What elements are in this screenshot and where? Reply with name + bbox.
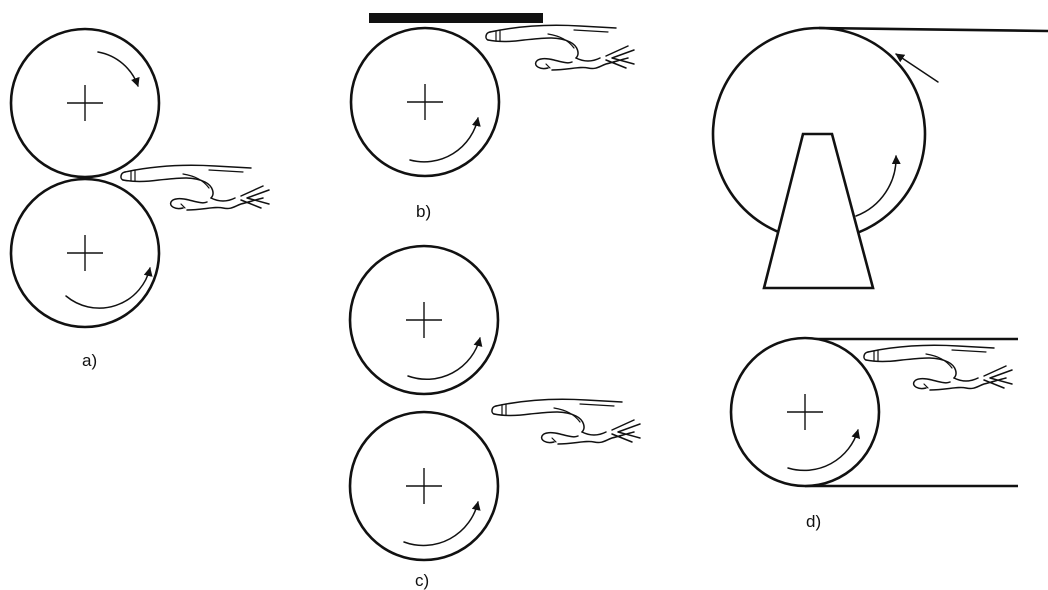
rotation-arrow-lower (403, 501, 481, 547)
figure-b: b) (349, 13, 635, 221)
rotation-arrow (855, 155, 901, 217)
rotation-arrow-upper (407, 337, 483, 381)
rotation-arrow (409, 117, 481, 163)
figure-c: c) (348, 244, 641, 590)
pulley-support (762, 132, 875, 290)
roll-lower (9, 177, 161, 329)
rotation-arrow (787, 429, 861, 472)
hand-icon (120, 164, 270, 211)
hand-icon (491, 398, 641, 445)
hand-icon (863, 344, 1013, 391)
roll-upper (9, 27, 161, 179)
figure-label-c: c) (415, 571, 429, 590)
hand-icon (485, 24, 635, 71)
figure-label-b: b) (416, 202, 431, 221)
rotation-arrow-lower (65, 267, 153, 309)
figure-a: a) (9, 27, 270, 370)
figure-d: d) (711, 26, 1048, 531)
roll-upper (348, 244, 500, 396)
figure-label-a: a) (82, 351, 97, 370)
figure-label-d: d) (806, 512, 821, 531)
fixed-bar (369, 13, 543, 23)
belt (818, 26, 1048, 33)
rotation-arrow-upper (97, 51, 140, 87)
nip-pointer-arrow (895, 53, 939, 83)
roll-lower (348, 410, 500, 562)
roll (349, 26, 501, 178)
